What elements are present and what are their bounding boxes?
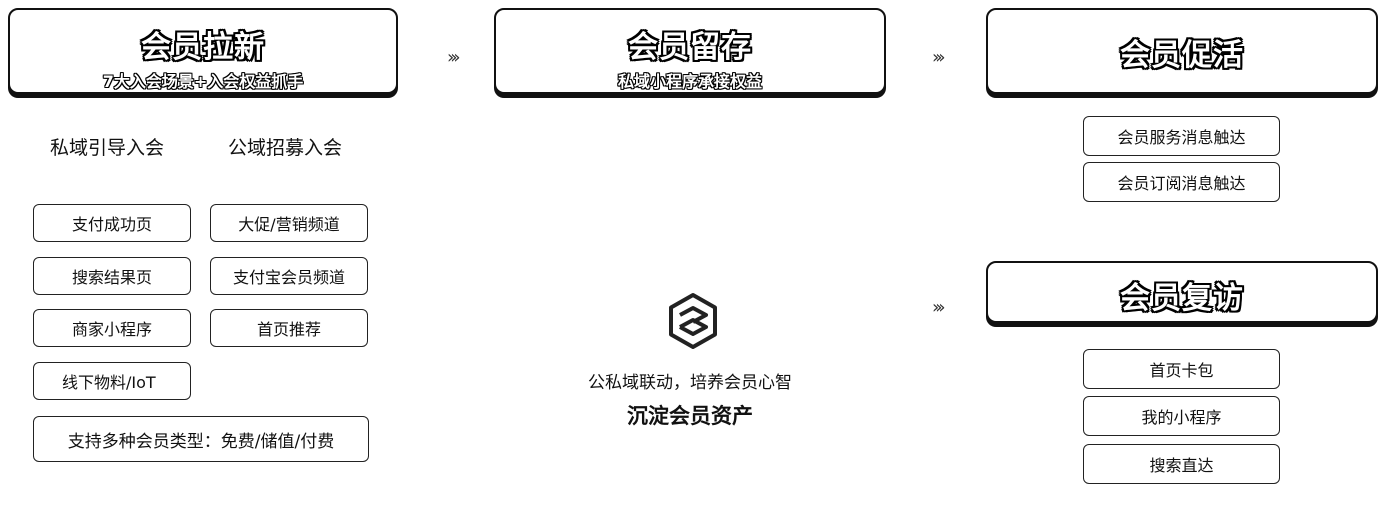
private-item-offline-iot: 线下物料/IoT bbox=[33, 362, 191, 400]
arrow-1-icon: ››› bbox=[447, 47, 460, 68]
retain-header: 会员留存 私域小程序承接权益 bbox=[494, 8, 886, 94]
revisit-title: 会员复访 bbox=[1120, 281, 1244, 316]
revisit-header: 会员复访 bbox=[986, 261, 1378, 323]
revisit-item-my-mini-program: 我的小程序 bbox=[1083, 396, 1280, 436]
revisit-item-search-direct: 搜索直达 bbox=[1083, 444, 1280, 484]
public-item-promo-channel: 大促/营销频道 bbox=[210, 204, 368, 242]
acquire-header: 会员拉新 7大入会场景+入会权益抓手 bbox=[8, 8, 398, 94]
arrow-2-icon: ››› bbox=[932, 47, 945, 68]
center-heading: 沉淀会员资产 bbox=[627, 404, 753, 428]
revisit-item-card-wallet: 首页卡包 bbox=[1083, 349, 1280, 389]
hexagon-logo-icon bbox=[663, 291, 723, 351]
activate-item-subscribe-message: 会员订阅消息触达 bbox=[1083, 162, 1280, 202]
activate-header: 会员促活 bbox=[986, 8, 1378, 94]
retain-subtitle: 私域小程序承接权益 bbox=[617, 72, 762, 91]
column-private-heading: 私域引导入会 bbox=[50, 137, 165, 159]
public-item-homepage-recommend: 首页推荐 bbox=[210, 309, 368, 347]
activate-item-service-message: 会员服务消息触达 bbox=[1083, 116, 1280, 156]
public-item-alipay-member-channel: 支付宝会员频道 bbox=[210, 257, 368, 295]
column-public-heading: 公域招募入会 bbox=[228, 137, 343, 159]
acquire-title: 会员拉新 bbox=[141, 30, 265, 65]
acquire-subtitle: 7大入会场景+入会权益抓手 bbox=[102, 72, 304, 91]
arrow-3-icon: ››› bbox=[932, 297, 945, 318]
member-types-note: 支持多种会员类型：免费/储值/付费 bbox=[33, 416, 369, 462]
private-item-pay-success: 支付成功页 bbox=[33, 204, 191, 242]
retain-title: 会员留存 bbox=[628, 30, 752, 65]
private-item-mini-program: 商家小程序 bbox=[33, 309, 191, 347]
activate-title: 会员促活 bbox=[1120, 38, 1244, 73]
private-item-search-result: 搜索结果页 bbox=[33, 257, 191, 295]
center-slogan: 公私域联动，培养会员心智 bbox=[588, 373, 792, 393]
